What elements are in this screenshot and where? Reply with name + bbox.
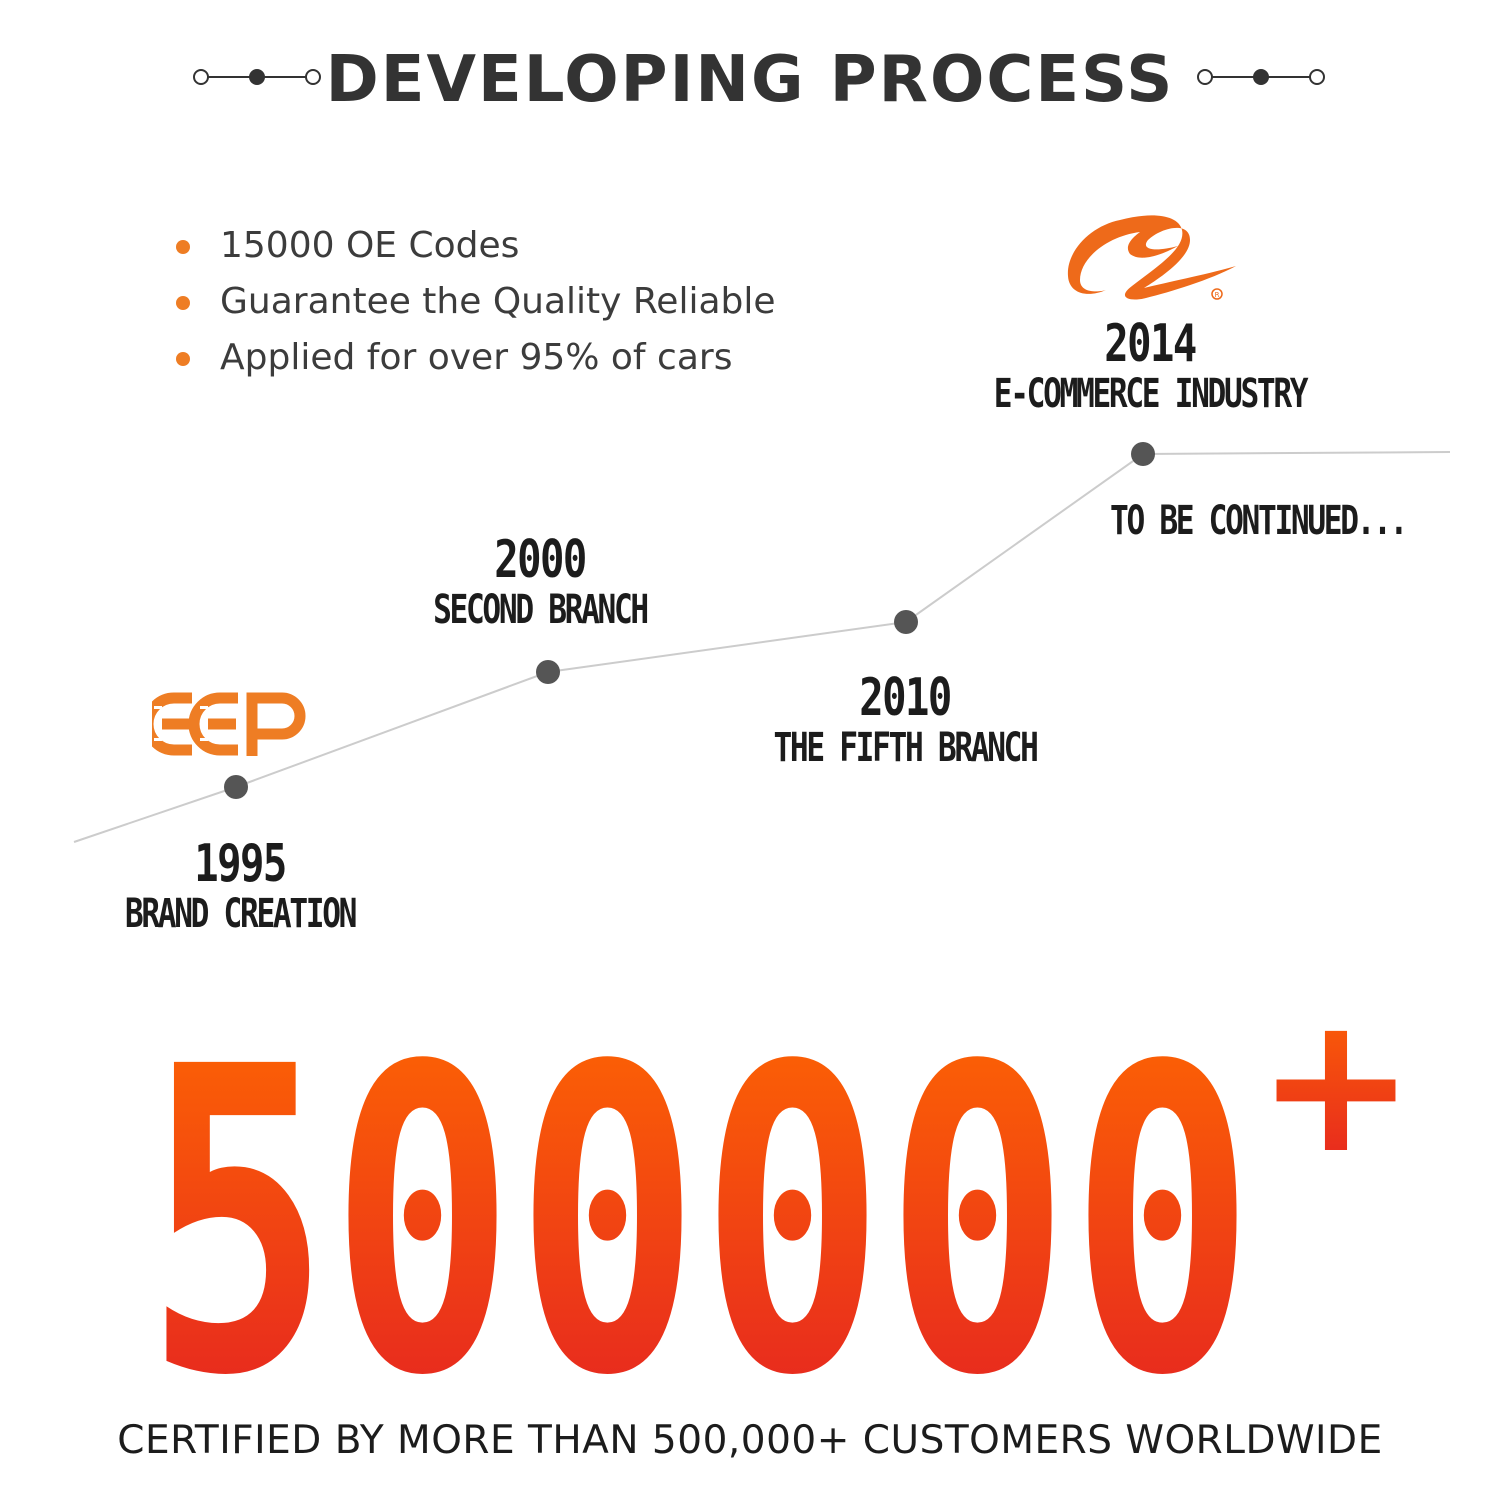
milestone-label: SECOND BRANCH — [433, 587, 649, 633]
milestone-label: E-COMMERCE INDUSTRY — [993, 371, 1309, 417]
milestone-year: 2014 — [1104, 314, 1197, 374]
timeline-node — [1131, 442, 1155, 466]
certification-caption: CERTIFIED BY MORE THAN 500,000+ CUSTOMER… — [117, 1418, 1383, 1463]
timeline-node — [536, 660, 560, 684]
milestone-year: 2000 — [494, 530, 587, 590]
feature-item: 15000 OE Codes — [172, 218, 776, 274]
timeline-node — [224, 775, 248, 799]
feature-item: Applied for over 95% of cars — [172, 330, 776, 386]
milestone-label: THE FIFTH BRANCH — [773, 725, 1038, 771]
feature-list: 15000 OE Codes Guarantee the Quality Rel… — [172, 218, 776, 386]
dot-line-ornament-icon — [1197, 69, 1325, 85]
timeline-line — [73, 451, 1451, 843]
to-be-continued-text: TO BE CONTINUED... — [1110, 498, 1408, 544]
eep-logo-icon — [152, 692, 306, 756]
milestone-2014: 2014 E-COMMERCE INDUSTRY — [920, 316, 1380, 416]
milestone-1995: 1995 BRAND CREATION — [60, 836, 420, 936]
milestone-year: 2010 — [859, 668, 952, 728]
page-title: DEVELOPING PROCESS — [325, 43, 1175, 117]
bullet-dot-icon — [176, 240, 190, 254]
milestone-2000: 2000 SECOND BRANCH — [350, 532, 730, 632]
svg-text:R: R — [1215, 291, 1220, 299]
milestone-year: 1995 — [194, 834, 287, 894]
feature-item: Guarantee the Quality Reliable — [172, 274, 776, 330]
alibaba-logo-icon: R — [1067, 215, 1236, 300]
dot-line-ornament-icon — [193, 69, 321, 85]
timeline-node — [894, 610, 918, 634]
headline-plus-sign: + — [1256, 1010, 1415, 1195]
headline-number-text: 500000 — [145, 1010, 1255, 1390]
timeline-graph — [73, 442, 1451, 843]
bullet-dot-icon — [176, 352, 190, 366]
bullet-dot-icon — [176, 296, 190, 310]
headline-number: 500000 + — [145, 1010, 1416, 1390]
milestone-2010: 2010 THE FIFTH BRANCH — [700, 670, 1110, 770]
milestone-label: BRAND CREATION — [124, 891, 358, 937]
